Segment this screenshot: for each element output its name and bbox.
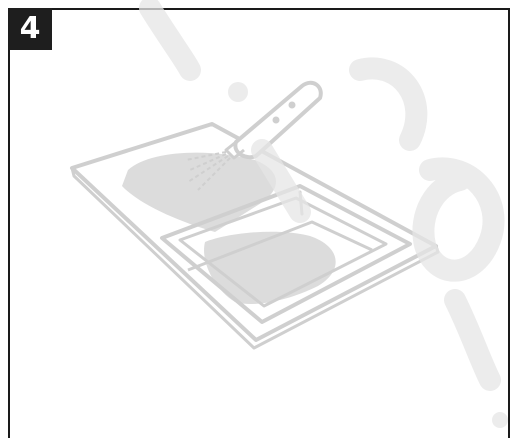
spray-bottle-icon	[226, 83, 321, 158]
sink-drain-post	[300, 192, 302, 214]
step-number-badge: 4	[8, 8, 52, 50]
countertop-shading	[122, 153, 276, 232]
